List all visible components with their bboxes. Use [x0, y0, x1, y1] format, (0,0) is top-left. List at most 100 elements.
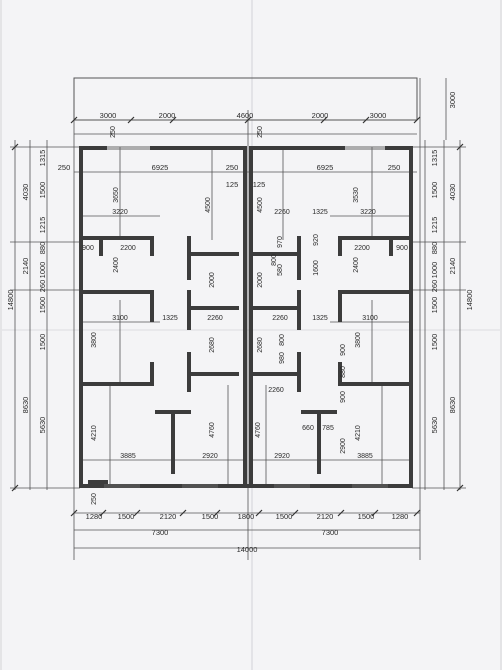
dim-right-880: 880 — [430, 242, 439, 255]
dim-bot-1: 1280 — [86, 512, 103, 521]
dim-l-2000: 2000 — [209, 272, 216, 288]
dim-left-5630: 5630 — [38, 417, 47, 434]
dim-top-6925-right: 6925 — [317, 163, 334, 172]
dim-right-1000: 1000 — [430, 262, 439, 279]
dim-bot-6: 1500 — [276, 512, 293, 521]
dim-r-660: 660 — [302, 425, 314, 432]
dim-bot-2: 1500 — [118, 512, 135, 521]
dim-l-3650: 3650 — [113, 187, 120, 203]
dim-r-920: 920 — [313, 234, 320, 246]
dim-right-4030: 4030 — [448, 184, 457, 201]
dim-left-8630: 8630 — [21, 397, 30, 414]
dim-top-125-left: 125 — [226, 180, 239, 189]
dim-right-1215: 1215 — [430, 217, 439, 234]
dim-left-1500a: 1500 — [38, 182, 47, 199]
dim-r-2260a: 2260 — [274, 209, 290, 216]
dimension-lines — [10, 78, 466, 560]
dim-right-1500b: 1500 — [430, 297, 439, 314]
dim-bot-total: 14000 — [237, 545, 258, 554]
dim-top-250-center: 250 — [226, 163, 239, 172]
dimension-ticks — [11, 116, 464, 517]
dim-r-785: 785 — [322, 425, 334, 432]
dim-r-2920: 2920 — [274, 453, 290, 460]
dim-r-980: 980 — [279, 352, 286, 364]
dim-r-900: 900 — [396, 245, 408, 252]
dim-r-3220: 3220 — [360, 209, 376, 216]
right-unit-dimensions: 4500 2260 1325 3530 3220 970 920 2200 90… — [255, 187, 408, 460]
dim-r-2900: 2900 — [340, 438, 347, 454]
dim-left-1500c: 1500 — [38, 334, 47, 351]
dim-r-2680: 2680 — [257, 337, 264, 353]
dim-l-3220: 3220 — [112, 209, 128, 216]
dim-left-4030: 4030 — [21, 184, 30, 201]
dim-r-2000: 2000 — [257, 272, 264, 288]
dim-r-880: 880 — [340, 366, 347, 378]
dim-l-2200: 2200 — [120, 245, 136, 252]
dim-r-3100: 3100 — [362, 315, 378, 322]
dim-r-900b: 900 — [340, 344, 347, 356]
dim-bot-4: 1500 — [202, 512, 219, 521]
dim-top-4: 2000 — [312, 111, 329, 120]
dim-bot-5: 1800 — [238, 512, 255, 521]
left-dimension-labels: 14800 4030 2140 8630 1315 1500 1215 880 … — [6, 150, 47, 434]
right-dimension-labels: 1315 1500 1215 880 1000 260 1500 1500 56… — [430, 150, 474, 434]
top-dimension-labels: 3000 2000 4600 2000 3000 250 6925 250 69… — [58, 111, 401, 189]
walls — [79, 146, 413, 488]
dim-left-total: 14800 — [6, 290, 15, 311]
dim-bot-9: 1280 — [392, 512, 409, 521]
dim-l-4500: 4500 — [205, 197, 212, 213]
dim-r-800b: 800 — [279, 334, 286, 346]
dim-top-5: 3000 — [370, 111, 387, 120]
dim-left-1215: 1215 — [38, 217, 47, 234]
dim-right-1500c: 1500 — [430, 334, 439, 351]
bottom-dimension-labels: 1280 1500 2120 1500 1800 1500 2120 1500 … — [86, 512, 409, 554]
dim-l-3100: 3100 — [112, 315, 128, 322]
dim-l-900: 900 — [82, 245, 94, 252]
dim-top-250-v-left: 250 — [110, 126, 117, 138]
dim-right-260: 260 — [430, 280, 439, 293]
dim-top-6925-left: 6925 — [152, 163, 169, 172]
dim-left-1000: 1000 — [38, 262, 47, 279]
dim-l-3885: 3885 — [120, 453, 136, 460]
dim-l-2260: 2260 — [207, 315, 223, 322]
dim-r-580: 580 — [277, 264, 284, 276]
dim-left-2140: 2140 — [21, 258, 30, 275]
dim-l-2680: 2680 — [209, 337, 216, 353]
dim-l-4760: 4760 — [209, 422, 216, 438]
dim-l-3800: 3800 — [91, 332, 98, 348]
dim-top-125-right: 125 — [253, 180, 266, 189]
dim-bot-3: 2120 — [160, 512, 177, 521]
dim-bot-half-left: 7300 — [152, 528, 169, 537]
dim-l-2400: 2400 — [113, 257, 120, 273]
dim-left-1315: 1315 — [38, 150, 47, 167]
dim-bot-half-right: 7300 — [322, 528, 339, 537]
dim-right-2140: 2140 — [448, 258, 457, 275]
dim-top-3: 4600 — [237, 111, 254, 120]
dim-top-2: 2000 — [159, 111, 176, 120]
dim-r-2400: 2400 — [353, 257, 360, 273]
dim-r-1600: 1600 — [313, 260, 320, 276]
dim-r-2260c: 2260 — [268, 387, 284, 394]
dim-top-250-v-right: 250 — [257, 126, 264, 138]
dim-r-1325a: 1325 — [312, 209, 328, 216]
dim-right-1500a: 1500 — [430, 182, 439, 199]
dim-bot-250: 250 — [91, 493, 98, 505]
window-openings — [104, 146, 388, 488]
dim-bot-8: 1500 — [358, 512, 375, 521]
dim-right-total: 14800 — [465, 290, 474, 311]
dim-r-3885: 3885 — [357, 453, 373, 460]
dim-r-900c: 900 — [340, 391, 347, 403]
dim-l-1325: 1325 — [162, 315, 178, 322]
dim-top-1: 3000 — [100, 111, 117, 120]
dim-right-1315: 1315 — [430, 150, 439, 167]
dim-r-3530: 3530 — [353, 187, 360, 203]
dim-r-4760: 4760 — [255, 422, 262, 438]
dim-r-4500: 4500 — [257, 197, 264, 213]
dim-roof-3000: 3000 — [448, 92, 457, 109]
dim-r-1325b: 1325 — [312, 315, 328, 322]
dim-r-970: 970 — [277, 236, 284, 248]
left-unit-dimensions: 3650 3220 4500 900 2200 2400 2000 3100 1… — [82, 187, 223, 460]
dim-left-1500b: 1500 — [38, 297, 47, 314]
dim-left-260: 260 — [38, 280, 47, 293]
dim-right-8630: 8630 — [448, 397, 457, 414]
